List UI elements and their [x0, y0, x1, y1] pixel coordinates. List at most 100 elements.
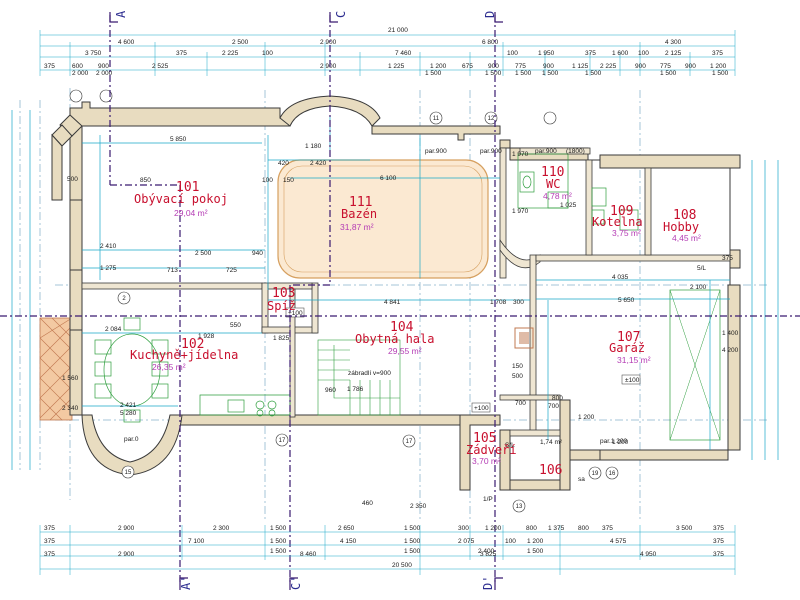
idim-18: 2 100	[690, 284, 707, 291]
idim-8: 2 084	[105, 326, 122, 333]
dim-top3-17: 1 200	[710, 63, 727, 70]
inner-dimension-texts: 5 850 2 410 2 500 940 1 275 713 725 2 08…	[62, 136, 739, 510]
bdim2-5: 1 500	[404, 538, 421, 545]
idim-20: 2 420	[310, 160, 327, 167]
room-103-number: 103	[272, 286, 295, 301]
room-102-number: 102	[181, 337, 204, 352]
dim-top3-10: 775	[515, 63, 526, 70]
idim-9: 1 928	[198, 333, 215, 340]
dim-top2-8: 375	[585, 50, 596, 57]
label-level-spiz: +100	[288, 310, 303, 317]
dim-top3-4: 2 525	[152, 63, 169, 70]
dim-top2-11: 2 125	[665, 50, 682, 57]
dim-top2-1: 3 750	[85, 50, 102, 57]
bdim2-1: 375	[44, 538, 55, 545]
room-111-number: 111	[349, 195, 372, 210]
bdim1-3: 2 300	[213, 525, 230, 532]
idim-17: 4 035	[612, 274, 629, 281]
room-110-name: WC	[546, 177, 560, 191]
bdim1-5: 2 650	[338, 525, 355, 532]
axis-16: 16	[609, 471, 616, 477]
room-101-area: 29,04 m²	[174, 208, 208, 218]
bdim1-8: 1 200	[485, 525, 502, 532]
room-104-name: Obytná hala	[355, 332, 434, 346]
bdim1-12: 375	[602, 525, 613, 532]
room-102-area: 26,35 m²	[152, 362, 186, 372]
bottom-dimension-chains: 375 2 900 2 300 1 500 2 650 1 500 300 1 …	[39, 525, 736, 575]
bdim2-9: 4 575	[610, 538, 627, 545]
room-101-name: Obývací pokoj	[134, 192, 228, 206]
bdim2-2: 7 100	[188, 538, 205, 545]
room-107-number: 107	[617, 330, 640, 345]
idim-3: 2 500	[195, 250, 212, 257]
dim-top-4: 6 800	[482, 39, 499, 46]
idim-31: 800	[552, 395, 563, 402]
dim-top2-4: 100	[262, 50, 273, 57]
dim-top3-16: 900	[685, 63, 696, 70]
idim-34: 2 421	[120, 402, 137, 409]
bdim3-4: 3 825	[480, 551, 497, 558]
axis-2: 2	[122, 296, 126, 302]
idim-22: 150	[283, 177, 294, 184]
axis-15: 15	[125, 470, 132, 476]
bdim3-6: 375	[713, 551, 724, 558]
idim-32: 700	[515, 400, 526, 407]
label-par-1: par.900	[425, 148, 447, 155]
dim-top3-13: 2 225	[600, 63, 617, 70]
idim-43: 500	[67, 176, 78, 183]
bdim-total: 20 500	[392, 562, 412, 569]
dim-top3b-2: 2 000	[96, 70, 113, 77]
room-108-name: Hobby	[663, 220, 699, 234]
dim-top3-14: 900	[635, 63, 646, 70]
bdim1-11: 800	[578, 525, 589, 532]
bdim2b-2: 2 400	[478, 548, 495, 555]
section-d-bottom: D'	[481, 576, 495, 590]
dim-top3-5: 2 900	[320, 63, 337, 70]
bdim2-3: 1 500	[270, 538, 287, 545]
idim-37: 2 340	[62, 405, 79, 412]
idim-41: 1 400	[722, 330, 739, 337]
label-area-small: 1,74 m²	[540, 439, 563, 446]
label-par-4: par.0	[124, 436, 139, 443]
room-106-number: 106	[539, 463, 562, 478]
dim-top2-12: 375	[712, 50, 723, 57]
bdim1-13: 3 500	[676, 525, 693, 532]
room-107-area: 31,15 m²	[617, 355, 651, 365]
axis-markers: 11 12 13 15 16 17 17 19 2	[69, 89, 619, 513]
dim-top3-15: 775	[660, 63, 671, 70]
dim-top-3: 2 900	[320, 39, 337, 46]
label-1p: 1/P	[483, 496, 493, 503]
label-sl: S/L	[505, 442, 515, 449]
idim-21: 100	[262, 177, 273, 184]
label-5l: 5/L	[697, 265, 706, 272]
dim-top3-9: 900	[488, 63, 499, 70]
section-c-top: C	[334, 11, 348, 18]
dim-top-5: 4 300	[665, 39, 682, 46]
room-104-number: 104	[390, 320, 414, 335]
bdim2b-4: 1 500	[527, 548, 544, 555]
dim-top3b-4: 1 500	[485, 70, 502, 77]
bdim1-7: 300	[458, 525, 469, 532]
dim-top3b-5: 1 500	[515, 70, 532, 77]
room-111-area: 31,87 m²	[340, 222, 374, 232]
idim-28: 1 786	[347, 386, 364, 393]
idim-2: 2 410	[100, 243, 117, 250]
garage-car-outline	[514, 289, 721, 441]
bdim2b-1: 1 500	[270, 548, 287, 555]
dim-top-2: 2 500	[232, 39, 249, 46]
idim-15: 300	[513, 299, 524, 306]
room-103-name: Spíž	[267, 299, 296, 313]
idim-5: 1 275	[100, 265, 117, 272]
bdim1-1: 375	[44, 525, 55, 532]
idim-16: 5 650	[618, 297, 635, 304]
bdim1-2: 2 900	[118, 525, 135, 532]
section-a-bottom: A'	[179, 576, 193, 590]
idim-23: 850	[140, 177, 151, 184]
idim-14: 1 708	[490, 299, 507, 306]
axis-11: 11	[433, 116, 440, 122]
bdim3-3: 8 460	[300, 551, 317, 558]
idim-36: 1 560	[62, 375, 79, 382]
dim-top3b-3: 1 500	[425, 70, 442, 77]
staircase	[317, 339, 401, 416]
bdim3-5: 4 950	[640, 551, 657, 558]
